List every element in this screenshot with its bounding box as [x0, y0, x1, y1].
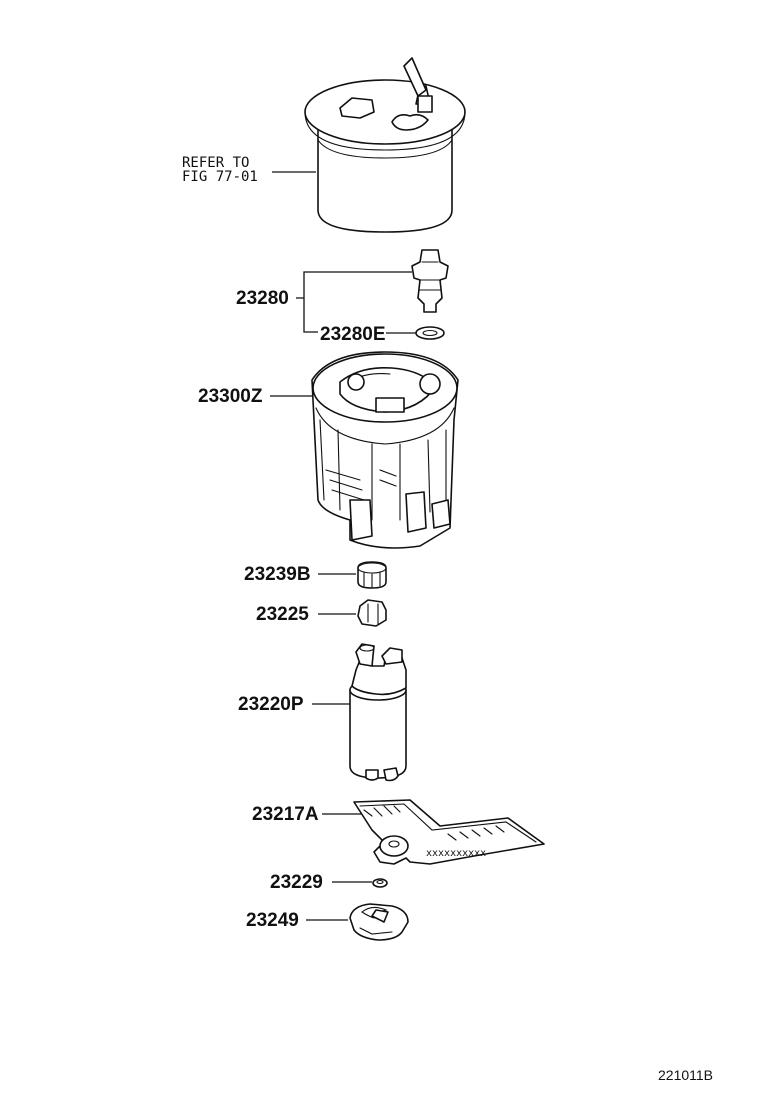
- fuel-pump: [349, 643, 407, 782]
- reference-line-2: FIG 77-01: [182, 169, 258, 185]
- pump-connector: [357, 599, 387, 627]
- pressure-regulator: [411, 249, 449, 313]
- leader-23280E: [303, 298, 318, 333]
- leader-23280: [296, 271, 412, 299]
- retainer: [349, 903, 409, 941]
- o-ring: [415, 326, 445, 340]
- fuel-sender-cap-assembly: [304, 57, 466, 233]
- label-23217A: 23217A: [252, 804, 319, 825]
- clip: [372, 878, 388, 888]
- label-23280: 23280: [236, 288, 289, 309]
- label-23225: 23225: [256, 604, 309, 625]
- filter-marking: xxxxxxxxxx: [426, 848, 486, 859]
- label-23239B: 23239B: [244, 564, 311, 585]
- fuel-filter-housing: [311, 351, 459, 549]
- label-23229: 23229: [270, 872, 323, 893]
- figure-code: 221011B: [658, 1067, 713, 1083]
- fuel-suction-filter: xxxxxxxxxx: [353, 799, 545, 865]
- label-23280E: 23280E: [320, 324, 386, 345]
- label-23300Z: 23300Z: [198, 386, 263, 407]
- label-23220P: 23220P: [238, 694, 304, 715]
- cushion-rubber: [357, 561, 387, 589]
- label-23249: 23249: [246, 910, 299, 931]
- reference-line-1: REFER TO: [182, 155, 249, 171]
